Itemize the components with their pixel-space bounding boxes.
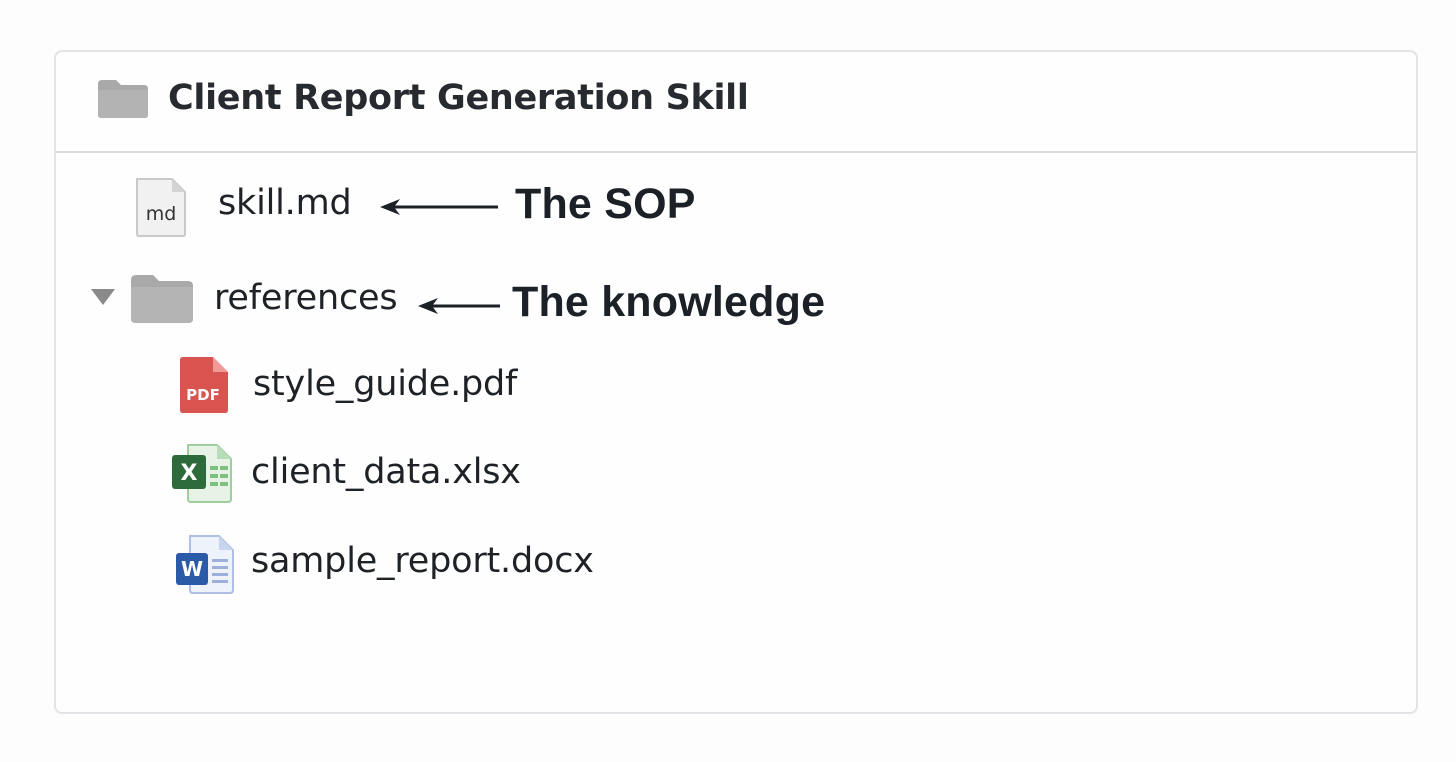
file-name: skill.md xyxy=(218,183,352,223)
file-name: style_guide.pdf xyxy=(253,364,518,404)
folder-icon xyxy=(96,78,150,120)
file-name: sample_report.docx xyxy=(251,541,594,581)
pdf-file-icon: PDF xyxy=(177,354,231,416)
file-name: client_data.xlsx xyxy=(251,452,521,492)
panel-header: Client Report Generation Skill xyxy=(56,52,1416,153)
excel-file-icon: X xyxy=(170,442,234,504)
annotation-sop: The SOP xyxy=(515,180,696,228)
annotation-knowledge: The knowledge xyxy=(512,278,826,326)
markdown-file-icon: md xyxy=(134,176,188,238)
svg-text:md: md xyxy=(146,203,177,225)
svg-text:X: X xyxy=(181,461,198,486)
svg-text:W: W xyxy=(181,557,203,581)
chevron-down-icon[interactable] xyxy=(90,288,116,306)
svg-text:PDF: PDF xyxy=(186,386,220,404)
arrow-left-icon xyxy=(416,296,502,316)
folder-name: references xyxy=(214,278,398,318)
file-tree-panel: Client Report Generation Skill md skill.… xyxy=(54,50,1418,714)
folder-icon xyxy=(129,273,195,325)
folder-title: Client Report Generation Skill xyxy=(168,78,749,118)
arrow-left-icon xyxy=(378,197,502,217)
word-file-icon: W xyxy=(174,533,236,595)
